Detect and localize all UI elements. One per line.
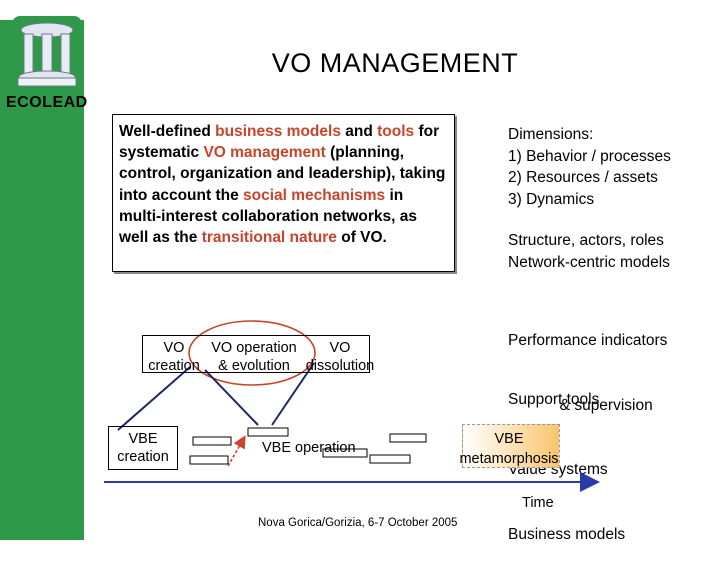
description-box: Well-defined business models and tools f… bbox=[112, 114, 455, 272]
vo-dissolution-label: VO dissolution bbox=[300, 339, 380, 375]
left-green-stripe bbox=[0, 20, 84, 540]
dimension-item: 1) Behavior / processes bbox=[508, 147, 671, 165]
vbe-metamorphosis-line: VBE bbox=[494, 431, 524, 447]
vo-operation-line: & evolution bbox=[218, 358, 290, 374]
vbe-creation-line: VBE bbox=[128, 431, 158, 447]
vo-creation-label: VO creation bbox=[142, 339, 206, 375]
vbe-metamorphosis-label: VBE metamorphosis bbox=[452, 429, 566, 469]
desc-text: of VO. bbox=[336, 229, 387, 247]
lifecycle-diagram bbox=[104, 320, 600, 492]
expansion-line-left bbox=[117, 366, 191, 431]
desc-highlight: tools bbox=[377, 123, 415, 140]
vo-operation-label: VO operation & evolution bbox=[196, 339, 312, 375]
time-axis-label: Time bbox=[522, 495, 554, 511]
performance-item: Business models bbox=[508, 525, 626, 543]
footer-text: Nova Gorica/Gorizia, 6-7 October 2005 bbox=[258, 517, 458, 529]
vbe-creation-line: creation bbox=[117, 449, 169, 465]
desc-text: Well-defined bbox=[119, 123, 216, 140]
dimension-item: 2) Resources / assets bbox=[508, 169, 658, 186]
vbe-operation-label: VBE operation bbox=[262, 440, 356, 456]
performance-item: & supervision bbox=[508, 396, 653, 414]
desc-highlight: business models bbox=[215, 123, 341, 140]
desc-highlight: social mechanisms bbox=[243, 186, 386, 204]
vo-box bbox=[192, 436, 232, 446]
vbe-creation-box bbox=[108, 426, 178, 470]
vo-box bbox=[369, 454, 411, 464]
desc-highlight: VO management bbox=[203, 144, 326, 162]
desc-text: and bbox=[340, 123, 378, 140]
vo-box bbox=[247, 427, 289, 437]
structure-list: Structure, actors, roles Network-centric… bbox=[508, 230, 670, 273]
vbe-creation-label: VBE creation bbox=[110, 430, 176, 466]
vo-creation-line: VO bbox=[163, 340, 185, 356]
expansion-line-mid bbox=[204, 369, 259, 426]
vo-box bbox=[389, 433, 427, 443]
performance-list: Performance indicators & supervision Val… bbox=[508, 287, 667, 567]
vbe-metamorphosis-box bbox=[462, 424, 560, 468]
slide-title: VO MANAGEMENT bbox=[271, 48, 519, 78]
ecolead-logo-icon bbox=[12, 16, 82, 94]
vbe-metamorphosis-line: metamorphosis bbox=[459, 451, 559, 467]
dimension-item: 3) Dynamics bbox=[508, 190, 595, 208]
vo-dissolution-line: VO bbox=[329, 340, 351, 356]
performance-item: Performance indicators bbox=[508, 332, 668, 349]
desc-text: in multi-interest collaboration networks… bbox=[119, 186, 418, 247]
vo-lifecycle-box bbox=[142, 335, 370, 373]
vo-dissolution-line: dissolution bbox=[305, 358, 375, 374]
structure-item: Structure, actors, roles bbox=[508, 232, 664, 249]
vo-operation-line: VO operation bbox=[211, 340, 297, 356]
vo-operation-oval bbox=[188, 320, 316, 386]
desc-text: for systematic bbox=[119, 123, 440, 162]
vo-box bbox=[189, 455, 229, 465]
desc-text: (planning, control, organization and lea… bbox=[119, 144, 446, 204]
brand-label: ECOLEAD bbox=[6, 94, 88, 111]
desc-highlight: transitional nature bbox=[201, 229, 337, 247]
support-tools-label: Support tools bbox=[508, 391, 600, 408]
vo-box bbox=[322, 448, 368, 458]
vo-creation-line: creation bbox=[148, 358, 200, 374]
red-dashed-arrow bbox=[227, 435, 246, 467]
structure-item: Network-centric models bbox=[508, 253, 670, 271]
dimensions-list: Dimensions: 1) Behavior / processes 2) R… bbox=[508, 124, 671, 210]
expansion-line-right bbox=[271, 362, 315, 426]
dimensions-heading: Dimensions: bbox=[508, 126, 594, 143]
